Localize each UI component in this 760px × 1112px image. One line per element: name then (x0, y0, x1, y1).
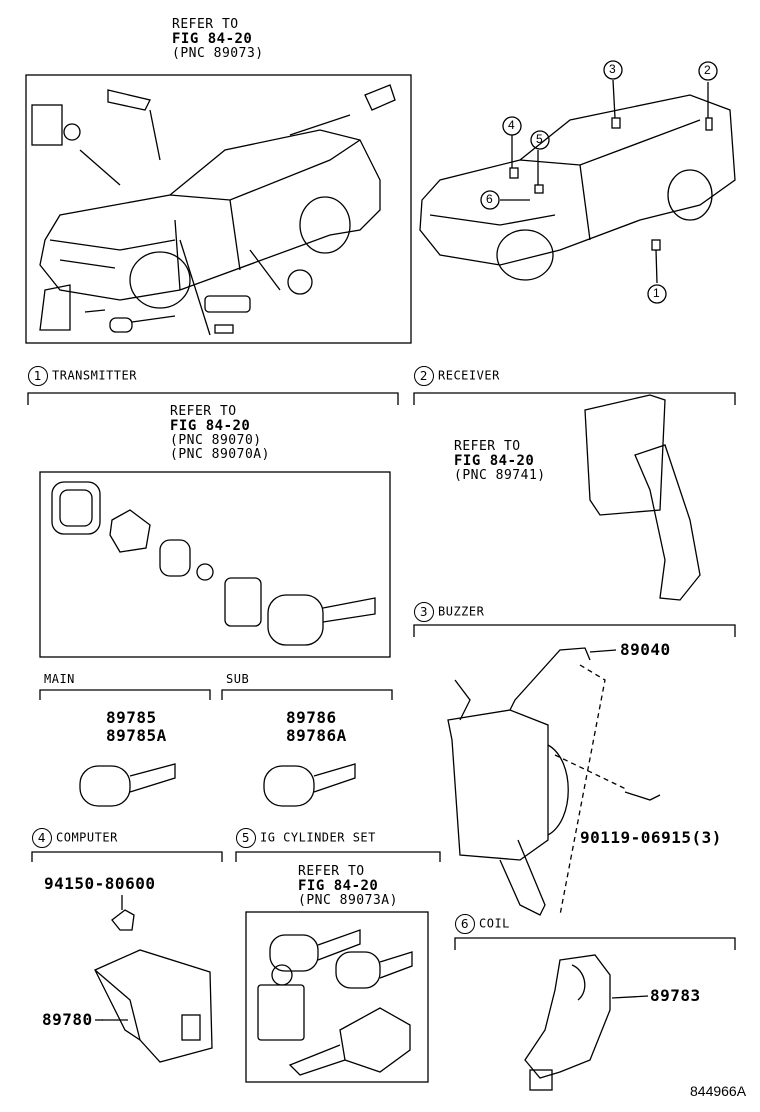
receiver-header: 2 RECEIVER (414, 366, 500, 386)
ref-pnc: (PNC 89741) (454, 468, 546, 483)
ref-line: REFER TO (454, 439, 521, 454)
computer-header: 4 COMPUTER (32, 828, 118, 848)
ref-pnc: (PNC 89073) (172, 46, 264, 61)
computer-bracket (31, 851, 223, 862)
ig-cylinder-frame (245, 911, 429, 1083)
part-number-computer-nut: 94150-80600 (44, 874, 156, 893)
transmitter-number: 1 (28, 366, 48, 386)
coil-title: COIL (479, 916, 510, 931)
main-key (79, 763, 176, 807)
callout-circles (480, 60, 718, 304)
coil-number: 6 (455, 914, 475, 934)
sub-label: SUB (226, 672, 250, 686)
ig-cylinder-number: 5 (236, 828, 256, 848)
ref-line: REFER TO (298, 864, 365, 879)
suv-left-outline (39, 129, 381, 309)
figure-code: 844966A (690, 1083, 747, 1099)
buzzer-header: 3 BUZZER (414, 602, 484, 622)
receiver-unit (584, 394, 701, 601)
part-number-buzzer-bolt: 90119-06915(3) (580, 828, 722, 847)
callout-6: 6 (486, 192, 493, 206)
buzzer-title: BUZZER (438, 604, 485, 619)
callout-leaders (500, 79, 709, 284)
receiver-bracket (413, 392, 736, 405)
computer-title: COMPUTER (56, 830, 118, 845)
computer-unit (94, 895, 213, 1063)
ig-cylinder-reference-note: REFER TO FIG 84-20 (PNC 89073A) (298, 865, 398, 908)
top-left-parts (31, 84, 396, 336)
callout-3: 3 (609, 62, 616, 76)
callout-1: 1 (653, 286, 660, 300)
buzzer-number: 3 (414, 602, 434, 622)
buzzer-unit (447, 647, 661, 916)
transmitter-title: TRANSMITTER (52, 368, 137, 383)
part-number-main: 89785 (106, 708, 157, 727)
top-reference-note: REFER TO FIG 84-20 (PNC 89073) (172, 18, 264, 61)
ref-line: REFER TO (170, 404, 237, 419)
ref-fig: FIG 84-20 (454, 453, 535, 469)
part-number-computer-unit: 89780 (42, 1010, 93, 1029)
coil-unit (524, 954, 649, 1091)
part-number-main-a: 89785A (106, 726, 167, 745)
transmitter-reference-note: REFER TO FIG 84-20 (PNC 89070) (PNC 8907… (170, 405, 270, 462)
coil-bracket (454, 937, 736, 950)
transmitter-header: 1 TRANSMITTER (28, 366, 137, 386)
ref-fig: FIG 84-20 (172, 31, 253, 47)
callout-4: 4 (508, 118, 515, 132)
ig-cylinder-title: IG CYLINDER SET (260, 830, 376, 845)
transmitter-frame (39, 471, 391, 658)
part-number-buzzer-bracket: 89040 (620, 640, 671, 659)
ref-line: REFER TO (172, 17, 239, 32)
main-bracket (39, 689, 211, 700)
receiver-title: RECEIVER (438, 368, 500, 383)
ref-pnc: (PNC 89070) (170, 433, 262, 448)
receiver-number: 2 (414, 366, 434, 386)
ref-fig: FIG 84-20 (170, 418, 251, 434)
ref-pnc: (PNC 89073A) (298, 893, 398, 908)
sub-bracket (221, 689, 393, 700)
computer-number: 4 (32, 828, 52, 848)
transmitter-bracket (27, 392, 399, 405)
receiver-reference-note: REFER TO FIG 84-20 (PNC 89741) (454, 440, 546, 483)
ref-pnc: (PNC 89070A) (170, 447, 270, 462)
top-left-frame (25, 74, 412, 344)
ig-cylinder-parts (257, 929, 413, 1076)
suv-right-outline (419, 94, 736, 281)
coil-header: 6 COIL (455, 914, 510, 934)
ref-fig: FIG 84-20 (298, 878, 379, 894)
sub-key (263, 763, 356, 807)
callout-2: 2 (704, 63, 711, 77)
ig-cylinder-bracket (235, 851, 441, 862)
main-label: MAIN (44, 672, 75, 686)
transmitter-parts (51, 481, 376, 646)
buzzer-bracket (413, 624, 736, 637)
part-number-sub-a: 89786A (286, 726, 347, 745)
callout-5: 5 (536, 132, 543, 146)
part-number-coil: 89783 (650, 986, 701, 1005)
part-number-sub: 89786 (286, 708, 337, 727)
ig-cylinder-header: 5 IG CYLINDER SET (236, 828, 376, 848)
